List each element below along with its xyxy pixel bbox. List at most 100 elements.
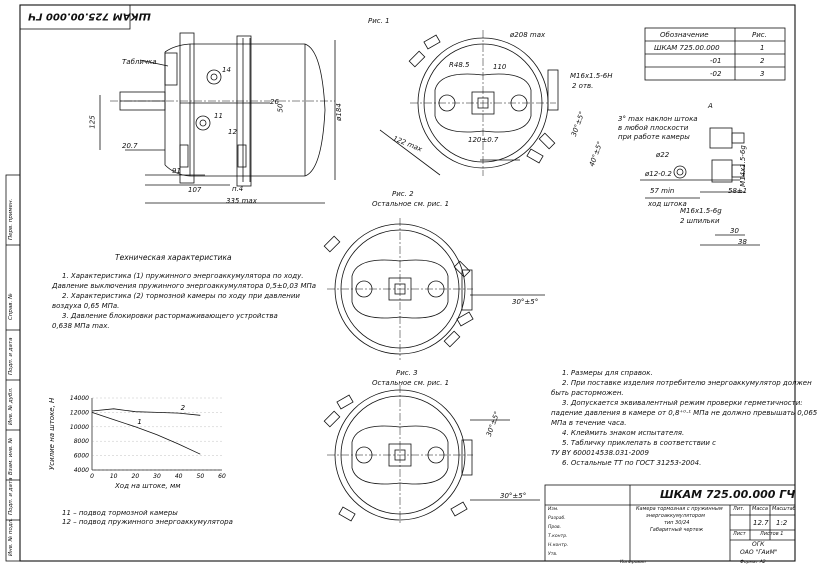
tb-copied: Копировал [620, 560, 646, 565]
x-tick-label: 50 [197, 473, 205, 480]
series-line-2 [91, 408, 201, 416]
chart-ylabel: Усилие на штоке, Н [48, 397, 56, 470]
note-4: 4. Клеймить знаком испытателя. [562, 429, 685, 437]
title-lit-header: Лит. [733, 506, 745, 512]
tilt-note-3: при работе камеры [618, 133, 690, 141]
variant-2-code: -02 [710, 70, 722, 78]
tb-row-5: Н.контр. [548, 543, 569, 548]
y-tick-label: 6000 [74, 453, 89, 460]
tb-format: Формат А2 [740, 560, 766, 565]
pos-12: 12 [228, 128, 237, 136]
fig1-dim-holes: 2 отв. [572, 82, 594, 90]
fig3-caption: Рис. 3 [396, 369, 418, 377]
fig2-note: Остальное см. рис. 1 [372, 200, 450, 208]
dim-50: 50 [276, 103, 285, 113]
tech-line-4: воздуха 0,65 МПа. [52, 302, 120, 310]
view-a-studs: 2 шпильки [680, 217, 720, 225]
x-tick-label: 60 [218, 473, 226, 480]
chart-xlabel: Ход на штоке, мм [115, 482, 181, 490]
tb-row-1: Изм. [548, 507, 559, 512]
tech-line-6: 0,638 МПа max. [52, 322, 110, 330]
variant-1-fig: 2 [760, 57, 765, 65]
title-org-2: ОАО "ГАиМ" [740, 549, 778, 556]
chart-legend-11: 11 – подвод тормозной камеры [62, 509, 178, 517]
view-a-thread-14: M14x1.5-6g [738, 145, 747, 187]
tech-line-5: 3. Давление блокировки растормаживающего… [62, 312, 278, 320]
x-tick-label: 0 [90, 473, 94, 480]
side-stamp-2: Справ. № [8, 293, 14, 320]
title-name-1: Камера тормозная с пружинным [636, 506, 723, 512]
side-stamp-4: Инв. № дубл. [8, 387, 14, 425]
view-a-dim-12: ø12-0.2 [645, 170, 672, 178]
side-stamp-5: Взам. инв. № [8, 437, 14, 475]
view-a-stroke: ход штока [648, 200, 687, 208]
tech-line-3: 2. Характеристика (2) тормозной камеры п… [62, 292, 300, 300]
title-name-4: Габаритный чертеж [650, 527, 704, 533]
note-6: 6. Остальные ТТ по ГОСТ 31253-2004. [562, 459, 702, 467]
y-tick-label: 8000 [74, 438, 89, 445]
title-designation: ШКАМ 725.00.000 ГЧ [660, 488, 796, 501]
series-label-2: 2 [181, 404, 186, 412]
title-name-2: энергоаккумулятором [646, 513, 705, 519]
dim-20-7: 20.7 [122, 142, 138, 150]
pos-p4: п.4 [232, 185, 244, 193]
tech-heading: Техническая характеристика [115, 253, 232, 262]
note-2b: быть расторможен. [551, 389, 624, 397]
x-tick-label: 10 [110, 473, 118, 480]
note-3c: МПа в течение часа. [551, 419, 627, 427]
note-5b: ТУ BY 600014538.031-2009 [551, 449, 649, 457]
tech-line-2: Давление выключения пружинного энергоакк… [52, 282, 317, 290]
title-sheets: Листов 1 [760, 531, 784, 537]
view-a-dim-38: 38 [738, 238, 747, 246]
tb-row-4: Т.контр. [548, 534, 568, 539]
fig3-angle-2: 30°±5° [500, 492, 527, 500]
title-name-3: тип 30/24 [664, 520, 690, 526]
pos-14: 14 [222, 66, 231, 74]
title-scale-header: Масштаб [772, 506, 796, 512]
tb-row-6: Утв. [548, 552, 558, 557]
note-1: 1. Размеры для справок. [562, 369, 653, 377]
variant-1-code: -01 [710, 57, 722, 65]
fig1-caption: Рис. 1 [368, 17, 390, 25]
tech-line-1: 1. Характеристика (1) пружинного энергоа… [62, 272, 304, 280]
note-5: 5. Табличку приклепать в соответствии с [562, 439, 716, 447]
fig1-dim-110: 110 [493, 63, 507, 71]
series-label-1: 1 [137, 418, 141, 426]
side-stamp-1: Перв. примен. [8, 198, 14, 240]
note-3: 3. Допускается эквивалентный режим прове… [562, 399, 803, 407]
dim-107: 107 [188, 186, 202, 194]
view-a-thread-16: M16x1.5-6g [680, 207, 722, 215]
note-3b: падение давления в камере от 0,8⁺⁰·¹ МПа… [551, 409, 817, 417]
view-a-dim-58: 58±1 [728, 187, 748, 195]
y-tick-label: 4000 [74, 467, 89, 474]
dim-335: 335 max [226, 197, 257, 205]
pos-11: 11 [214, 112, 223, 120]
title-sheet: Лист [733, 531, 746, 537]
variant-0-fig: 1 [760, 44, 765, 52]
side-stamp-6: Подп. и дата [8, 477, 14, 515]
view-a-dim-57: 57 min [650, 187, 675, 195]
chart-legend-12: 12 – подвод пружинного энергоаккумулятор… [62, 518, 233, 526]
tilt-note-1: 3° max наклон штока [618, 115, 698, 123]
side-stamp-3: Подп. и дата [8, 337, 14, 375]
tb-row-3: Пров. [548, 525, 562, 530]
variants-header-fig: Рис. [752, 31, 767, 39]
label-plate: Табличка [122, 58, 157, 66]
note-2: 2. При поставке изделия потребителю энер… [562, 379, 812, 387]
y-tick-label: 10000 [70, 424, 89, 431]
dim-91: 91 [172, 167, 181, 175]
title-org-1: ОГК [752, 541, 765, 548]
tb-row-2: Разраб. [548, 516, 566, 521]
dim-125: 125 [88, 115, 97, 129]
pos-26: 26 [270, 98, 279, 106]
variant-0-code: ШКАМ 725.00.000 [654, 44, 720, 52]
view-a-dim-22: ø22 [656, 151, 670, 159]
title-scale: 1:2 [776, 519, 788, 527]
x-tick-label: 20 [132, 473, 140, 480]
fig1-dim-thread: M16x1.5-6H [570, 72, 613, 80]
fig2-angle: 30°±5° [512, 298, 539, 306]
fig2-caption: Рис. 2 [392, 190, 414, 198]
view-a-dim-30: 30 [730, 227, 739, 235]
